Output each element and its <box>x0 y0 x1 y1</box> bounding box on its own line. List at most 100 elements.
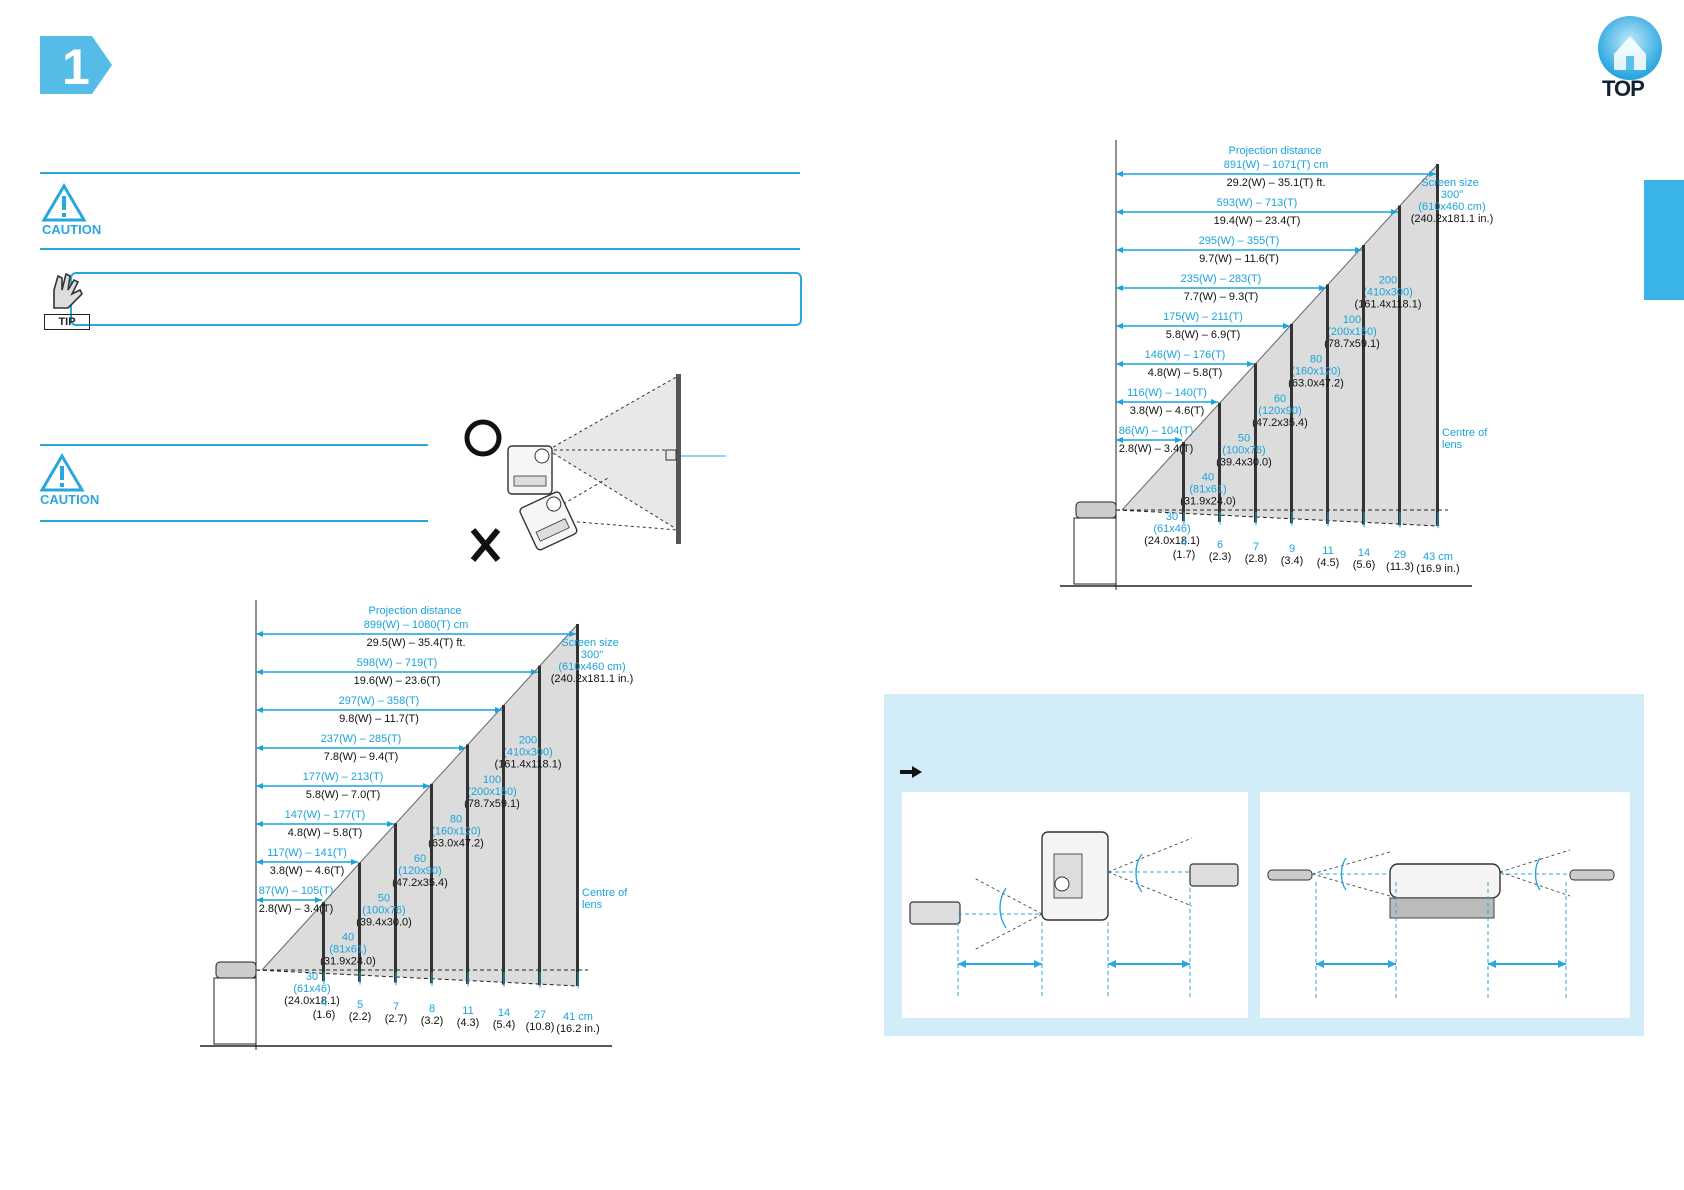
distance-ft-label: 19.6(W) – 23.6(T) <box>354 675 441 687</box>
screen-bottom-line <box>1115 509 1439 527</box>
screen-bar <box>430 783 433 984</box>
screen-size-in: (78.7x59.1) <box>464 798 520 810</box>
screen-size-cm: (120x90) <box>398 865 441 877</box>
offset-cm-label: 11 <box>462 1005 473 1017</box>
screen-bar <box>1398 205 1401 526</box>
screen-size-in: (161.4x118.1) <box>1354 299 1421 311</box>
distance-cm-label: 235(W) – 283(T) <box>1181 273 1262 285</box>
offset-in-label: (2.3) <box>1209 551 1232 563</box>
offset-in-label: (3.2) <box>421 1015 444 1027</box>
screen-size-label: Screen size <box>561 637 618 649</box>
pointing-hand-icon <box>900 766 922 778</box>
offset-cm-label: 11 <box>1322 545 1333 557</box>
screen-size-value: 30 <box>1166 511 1178 523</box>
offset-cm-label: 6 <box>1217 539 1223 551</box>
caution2-rule-bottom <box>40 520 428 522</box>
screen-size-cm: (100x76) <box>1222 444 1265 456</box>
distance-ft-label: 9.8(W) – 11.7(T) <box>339 713 419 725</box>
caution-triangle-icon <box>39 453 85 492</box>
screen-size-cm: (410x300) <box>503 747 553 759</box>
caution-triangle-icon <box>41 183 87 222</box>
projection-distance-diagram-2: Projection distance 891(W) – 1071(T) cm 29… <box>1060 140 1494 590</box>
offset-in-label: (4.5) <box>1317 557 1340 569</box>
offset-cm-label: 27 <box>534 1009 546 1021</box>
screen-bar <box>322 902 325 982</box>
distance-cm-label: 899(W) – 1080(T) cm <box>364 619 469 631</box>
distance-cm-label: 147(W) – 177(T) <box>285 809 366 821</box>
distance-ft-label: 29.5(W) – 35.4(T) ft. <box>366 637 465 649</box>
distance-ft-label: 4.8(W) – 5.8(T) <box>1148 367 1223 379</box>
section-tab[interactable] <box>1644 180 1684 300</box>
screen-bar <box>1326 284 1329 524</box>
screen-size-value: 60 <box>1274 393 1286 405</box>
screen-size-cm: (200x150) <box>467 786 517 798</box>
svg-text:1: 1 <box>62 39 90 94</box>
top-button[interactable]: TOP <box>1588 10 1672 102</box>
distance-cm-label: 146(W) – 176(T) <box>1145 349 1226 361</box>
projector-body <box>1075 501 1117 519</box>
screen-size-value: 50 <box>1238 432 1250 444</box>
distance-cm-label: 295(W) – 355(T) <box>1199 235 1280 247</box>
offset-cm-label: 5 <box>357 999 363 1011</box>
screen-size-cm: (610x460 cm) <box>1418 201 1485 213</box>
caution-block-2: CAUTION <box>38 452 102 512</box>
screen-size-in: (24.0x18.1) <box>284 995 340 1007</box>
offset-in-label: (3.4) <box>1281 555 1304 567</box>
screen-size-cm: (61x46) <box>1153 523 1190 535</box>
offset-cm-label: 43 cm <box>1423 551 1453 563</box>
screen-size-value: 300" <box>581 649 603 661</box>
projector-stand <box>1073 517 1117 585</box>
offset-in-label: (1.7) <box>1173 549 1196 561</box>
offset-cm-label: 29 <box>1394 549 1406 561</box>
screen-size-in: (31.9x24.0) <box>320 956 376 968</box>
screen-size-cm: (160x120) <box>1291 365 1341 377</box>
screen-size-cm: (160x120) <box>431 825 481 837</box>
screen-bar <box>358 862 361 982</box>
screen-size-in: (31.9x24.0) <box>1180 496 1236 508</box>
offset-in-label: (5.6) <box>1353 559 1376 571</box>
centre-of-lens-label: lens <box>1442 439 1463 451</box>
offset-cm-label: 7 <box>393 1001 399 1013</box>
screen-size-cm: (610x460 cm) <box>558 661 625 673</box>
screen-size-label: Screen size <box>1421 177 1478 189</box>
screen-bar <box>1362 245 1365 525</box>
step-arrow-icon: 1 <box>40 36 112 95</box>
screen-size-in: (47.2x35.4) <box>392 877 448 889</box>
projector-body <box>215 961 257 979</box>
step-badge: 1 <box>40 36 112 95</box>
projection-edge <box>261 623 579 971</box>
distance-cm-label: 177(W) – 213(T) <box>303 771 384 783</box>
offset-cm-label: 9 <box>1289 543 1295 555</box>
distance-ft-label: 3.8(W) – 4.6(T) <box>270 865 345 877</box>
caution-label: CAUTION <box>42 222 102 237</box>
screen-size-value: 50 <box>378 892 390 904</box>
distance-ft-label: 5.8(W) – 6.9(T) <box>1166 329 1241 341</box>
screen-size-in: (240.2x181.1 in.) <box>1411 213 1494 225</box>
screen-bar <box>1290 323 1293 524</box>
screen-bar <box>1254 363 1257 523</box>
screen-bar <box>576 624 579 986</box>
distance-cm-label: 237(W) – 285(T) <box>321 733 402 745</box>
projector-stand <box>213 977 257 1045</box>
offset-in-label: (1.6) <box>313 1009 336 1021</box>
offset-in-label: (10.8) <box>526 1021 555 1033</box>
remote-top-view <box>909 831 1239 998</box>
distance-cm-label: 598(W) – 719(T) <box>357 657 438 669</box>
distance-ft-label: 5.8(W) – 7.0(T) <box>306 789 381 801</box>
caution-block-1: CAUTION <box>40 182 104 242</box>
distance-cm-label: 891(W) – 1071(T) cm <box>1224 159 1329 171</box>
projection-distance-title: Projection distance <box>1229 145 1322 157</box>
placement-illustration <box>464 374 726 562</box>
offset-in-label: (2.7) <box>385 1013 408 1025</box>
screen-size-value: 80 <box>1310 353 1322 365</box>
screen-size-in: (39.4x30.0) <box>356 916 412 928</box>
offset-cm-label: 41 cm <box>563 1011 593 1023</box>
distance-ft-label: 7.7(W) – 9.3(T) <box>1184 291 1259 303</box>
distance-cm-label: 86(W) – 104(T) <box>1119 425 1194 437</box>
circle-ok-icon <box>464 419 502 457</box>
centre-of-lens-label: lens <box>582 899 603 911</box>
offset-in-label: (11.3) <box>1386 561 1414 573</box>
offset-cm-label: 4 <box>321 997 327 1009</box>
offset-cm-label: 7 <box>1253 541 1259 553</box>
